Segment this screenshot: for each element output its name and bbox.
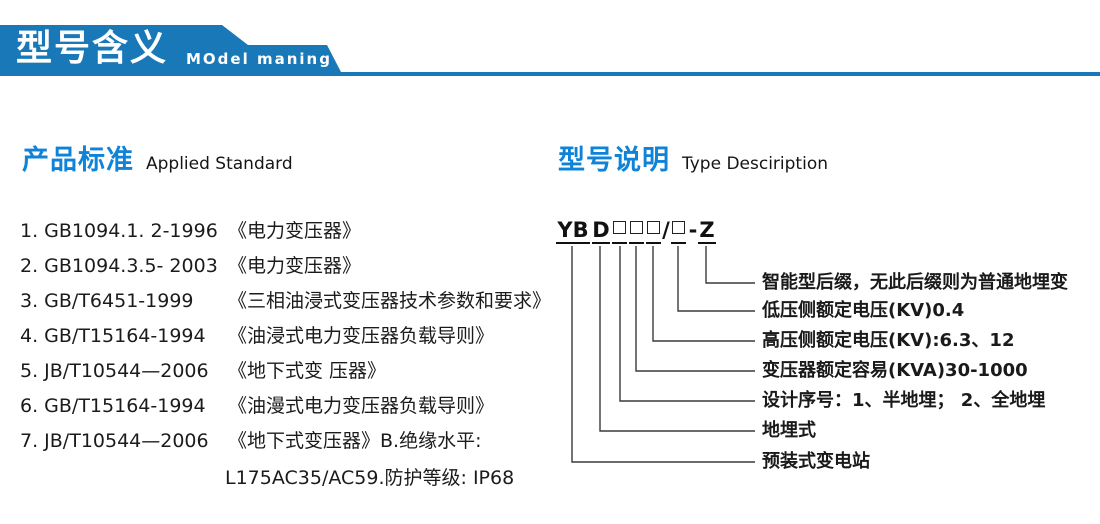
standard-row: 5. JB/T10544—2006 《地下式变 压器》: [20, 354, 550, 389]
standard-code: 7. JB/T10544—2006: [20, 430, 209, 452]
connector-line: [652, 246, 755, 342]
diagram-label: 地埋式: [762, 420, 816, 441]
placeholder-box-icon: [672, 221, 685, 234]
code-placeholder-box: [671, 218, 686, 244]
code-segment: YB: [556, 218, 590, 244]
standard-title: 《地下式变 压器》: [228, 360, 387, 382]
standard-row: 6. GB/T15164-1994 《油漫式电力变压器负载导则》: [20, 389, 550, 424]
standard-continuation: L175AC35/AC59.防护等级: IP68: [225, 467, 515, 489]
section-title-cn: 产品标准: [22, 145, 134, 176]
standard-row: 2. GB1094.3.5- 2003 《电力变压器》: [20, 249, 550, 284]
diagram-label: 低压侧额定电压(KV)0.4: [762, 300, 965, 321]
standard-code: 3. GB/T6451-1999: [20, 290, 194, 312]
banner-shape: [0, 25, 1100, 76]
standard-title: 《电力变压器》: [228, 220, 362, 242]
placeholder-box-icon: [647, 221, 660, 234]
section-applied-standard: 产品标准 Applied Standard: [22, 138, 293, 177]
code-segment: Z: [698, 218, 716, 244]
code-placeholder-box: [612, 218, 627, 244]
connector-line: [705, 246, 755, 284]
placeholder-box-icon: [630, 221, 643, 234]
connector-line: [599, 246, 755, 432]
standard-code: 6. GB/T15164-1994: [20, 395, 206, 417]
section-type-description: 型号说明 Type Desciription: [558, 138, 828, 177]
diagram-label: 设计序号：1、半地埋； 2、全地埋: [762, 390, 1046, 411]
standard-title: 《三相油浸式变压器技术参数和要求》: [228, 290, 552, 312]
page-title: 型号含义: [16, 28, 169, 69]
standard-row: 3. GB/T6451-1999 《三相油浸式变压器技术参数和要求》: [20, 284, 552, 319]
standard-row: 7. JB/T10544—2006 《地下式变压器》B.绝缘水平:: [20, 424, 550, 459]
standard-title: 《油浸式电力变压器负载导则》: [228, 325, 495, 347]
standard-title: 《地下式变压器》B.绝缘水平:: [228, 430, 482, 452]
code-segment: /: [662, 218, 670, 242]
standard-code: 5. JB/T10544—2006: [20, 360, 209, 382]
diagram-label: 高压侧额定电压(KV):6.3、12: [762, 330, 1015, 351]
standard-code: 2. GB1094.3.5- 2003: [20, 255, 218, 277]
standard-code: 1. GB1094.1. 2-1996: [20, 220, 218, 242]
placeholder-box-icon: [613, 221, 626, 234]
page-subtitle: MOdel maning: [186, 50, 332, 68]
standard-row: 4. GB/T15164-1994 《油浸式电力变压器负载导则》: [20, 319, 550, 354]
diagram-label: 智能型后缀，无此后缀则为普通地埋变: [762, 272, 1068, 293]
connector-line: [619, 246, 755, 402]
code-placeholder-box: [629, 218, 644, 244]
code-segment: D: [592, 218, 610, 244]
standard-title: 《油漫式电力变压器负载导则》: [228, 395, 495, 417]
section-title-en: Applied Standard: [146, 154, 293, 174]
connector-line: [677, 246, 755, 312]
standard-title: 《电力变压器》: [228, 255, 362, 277]
section-title-en: Type Desciription: [682, 154, 828, 174]
standard-row: 1. GB1094.1. 2-1996 《电力变压器》: [20, 214, 550, 249]
connector-line: [635, 246, 755, 372]
code-segment: -: [688, 218, 698, 242]
code-placeholder-box: [646, 218, 661, 244]
section-title-cn: 型号说明: [558, 145, 670, 176]
diagram-label: 变压器额定容易(KVA)30-1000: [762, 360, 1028, 381]
diagram-label: 预装式变电站: [762, 451, 870, 472]
standards-list: 1. GB1094.1. 2-1996《电力变压器》2. GB1094.3.5-…: [20, 214, 552, 497]
standard-code: 4. GB/T15164-1994: [20, 325, 206, 347]
connector-line: [571, 246, 755, 463]
